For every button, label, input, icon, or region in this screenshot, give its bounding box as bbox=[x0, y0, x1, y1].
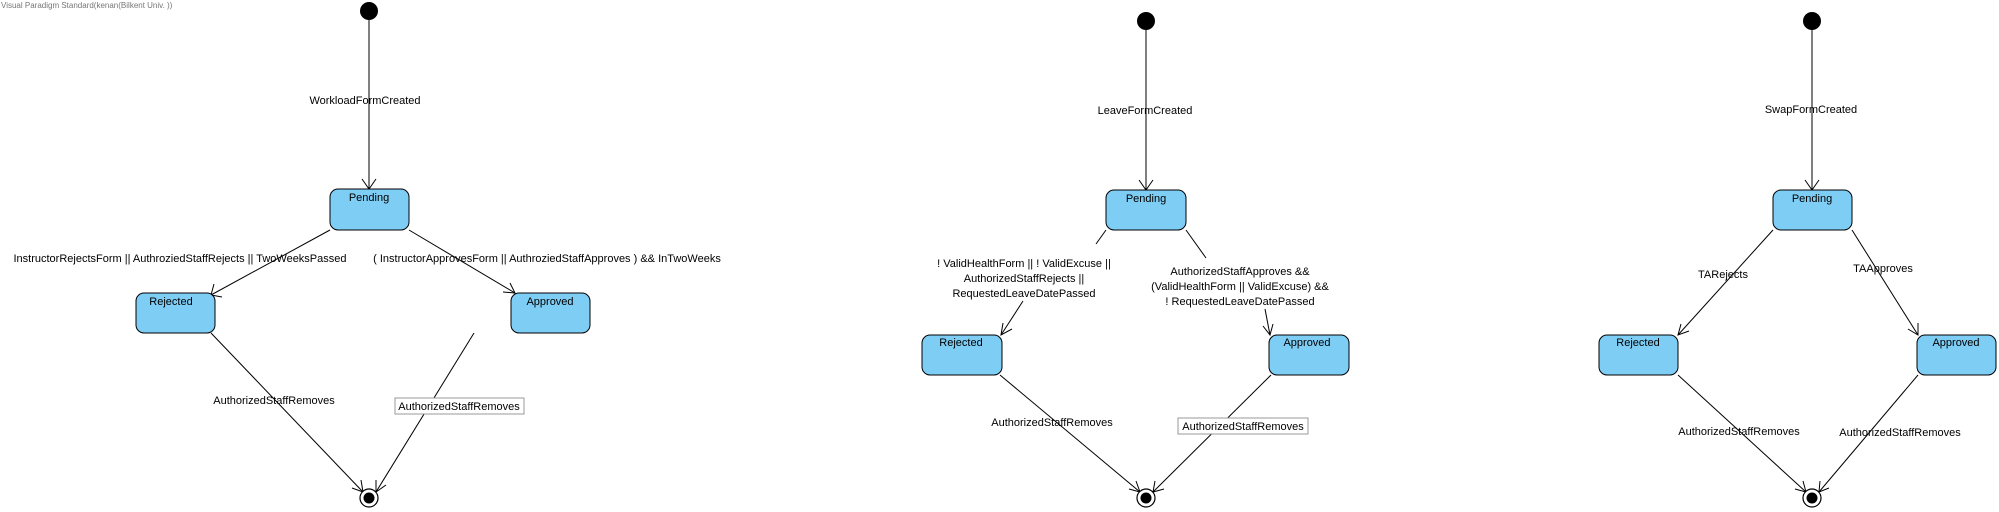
transition-label-to-approved-0: AuthorizedStaffApproves && bbox=[1170, 266, 1310, 278]
transition-to-approved[interactable] bbox=[1851, 229, 1919, 336]
transition-label-to-rejected-1: AuthorizedStaffRejects || bbox=[964, 273, 1084, 285]
transition-label-created: SwapFormCreated bbox=[1765, 104, 1857, 116]
state-label-rejected: Rejected bbox=[149, 296, 192, 308]
transition-label-created: LeaveFormCreated bbox=[1098, 105, 1193, 117]
initial-node[interactable] bbox=[1137, 12, 1155, 30]
transition-rejected-remove[interactable] bbox=[999, 374, 1141, 493]
transition-label-to-rejected-0: ! ValidHealthForm || ! ValidExcuse || bbox=[937, 258, 1111, 270]
state-rejected[interactable]: Rejected bbox=[921, 334, 1003, 376]
transition-label-to-approved: TAApproves bbox=[1853, 263, 1913, 275]
state-label-rejected: Rejected bbox=[1616, 337, 1659, 349]
state-label-approved: Approved bbox=[1283, 337, 1330, 349]
state-label-pending: Pending bbox=[1126, 193, 1166, 205]
transition-label-rejected-remove: AuthorizedStaffRemoves bbox=[991, 417, 1113, 429]
swap-state-machine: SwapFormCreated Pending TARejects TAAppr… bbox=[1598, 12, 1997, 508]
transition-label-to-rejected-2: RequestedLeaveDatePassed bbox=[952, 288, 1095, 300]
transition-label-to-approved-2: ! RequestedLeaveDatePassed bbox=[1165, 296, 1314, 308]
label-box-approved-remove bbox=[394, 397, 525, 415]
state-pending[interactable]: Pending bbox=[1105, 189, 1187, 231]
state-pending[interactable]: Pending bbox=[1772, 189, 1853, 231]
state-pending[interactable]: Pending bbox=[329, 188, 410, 231]
initial-node[interactable] bbox=[360, 2, 378, 20]
transition-label-approved-remove: AuthorizedStaffRemoves bbox=[1182, 421, 1304, 433]
state-label-rejected: Rejected bbox=[939, 337, 982, 349]
transition-label-approved-remove: AuthorizedStaffRemoves bbox=[398, 401, 520, 413]
workload-state-machine: WorkloadFormCreated Pending InstructorRe… bbox=[13, 2, 721, 508]
transition-label-to-approved-1: (ValidHealthForm || ValidExcuse) && bbox=[1151, 281, 1329, 293]
state-approved[interactable]: Approved bbox=[1268, 334, 1350, 376]
transition-label-created: WorkloadFormCreated bbox=[309, 95, 420, 107]
transition-to-approved[interactable] bbox=[1185, 229, 1274, 337]
transition-label-to-rejected: InstructorRejectsForm || AuthroziedStaff… bbox=[13, 253, 346, 265]
state-label-pending: Pending bbox=[1792, 193, 1832, 205]
transition-rejected-remove[interactable] bbox=[210, 332, 364, 493]
final-node[interactable] bbox=[1136, 488, 1156, 508]
state-approved[interactable]: Approved bbox=[1916, 334, 1997, 376]
state-label-approved: Approved bbox=[1932, 337, 1979, 349]
transition-to-approved[interactable] bbox=[408, 229, 516, 294]
transition-label-approved-remove: AuthorizedStaffRemoves bbox=[1839, 427, 1961, 439]
transition-label-rejected-remove: AuthorizedStaffRemoves bbox=[1678, 426, 1800, 438]
transition-label-to-approved: ( InstructorApprovesForm || AuthroziedSt… bbox=[373, 253, 721, 265]
state-approved[interactable]: Approved bbox=[510, 292, 591, 334]
initial-node[interactable] bbox=[1803, 12, 1821, 30]
leave-state-machine: LeaveFormCreated Pending ! ValidHealthFo… bbox=[921, 12, 1350, 508]
state-rejected[interactable]: Rejected bbox=[1598, 334, 1679, 376]
watermark: Visual Paradigm Standard(kenan(Bilkent U… bbox=[1, 1, 173, 10]
final-node[interactable] bbox=[1802, 488, 1822, 508]
state-rejected[interactable]: Rejected bbox=[135, 292, 216, 334]
label-box-approved-remove bbox=[1177, 417, 1309, 435]
final-node[interactable] bbox=[359, 488, 379, 508]
state-label-approved: Approved bbox=[526, 296, 573, 308]
transition-label-to-rejected: TARejects bbox=[1698, 269, 1748, 281]
state-label-pending: Pending bbox=[349, 192, 389, 204]
transition-to-rejected[interactable] bbox=[1000, 229, 1107, 336]
transition-to-rejected[interactable] bbox=[1677, 229, 1774, 336]
transition-label-rejected-remove: AuthorizedStaffRemoves bbox=[213, 395, 335, 407]
